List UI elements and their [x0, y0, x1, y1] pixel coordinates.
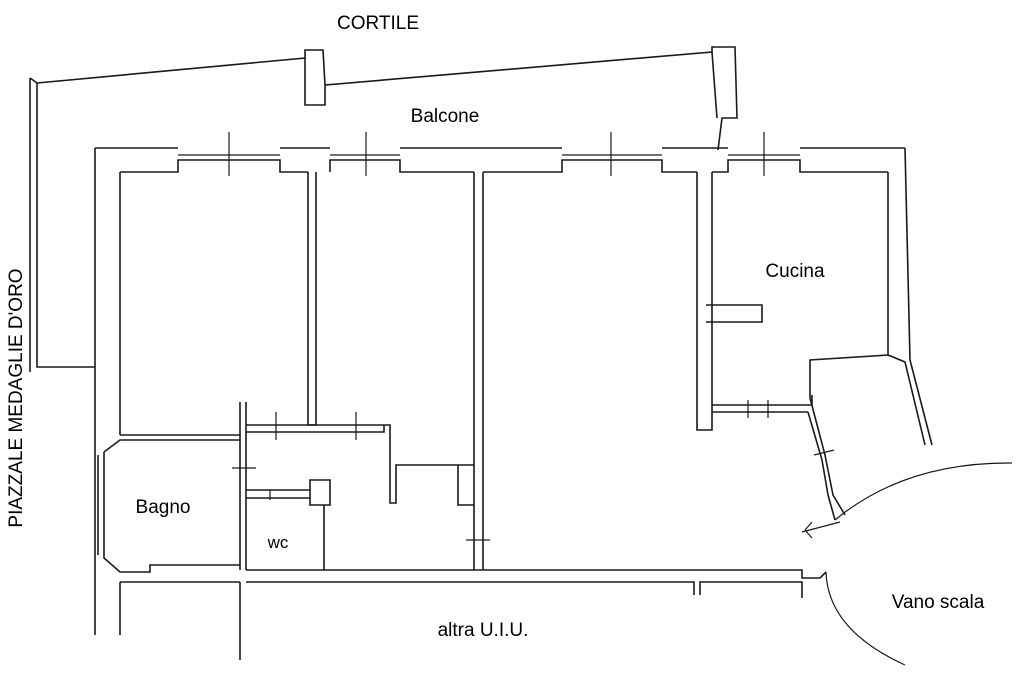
piazzale-label: PIAZZALE MEDAGLIE D'ORO: [6, 268, 27, 527]
balcony-outline: [29, 46, 738, 372]
vano-scala-label: Vano scala: [892, 592, 985, 613]
cortile-label: CORTILE: [337, 13, 419, 34]
cucina-label: Cucina: [765, 261, 825, 282]
lower-walls: [119, 569, 827, 660]
balcone-label: Balcone: [411, 106, 480, 127]
exterior-walls: [94, 132, 933, 635]
bagno-label: Bagno: [136, 497, 191, 518]
interior-walls: [97, 172, 846, 573]
wc-label: wc: [267, 533, 289, 552]
altra-uiu-label: altra U.I.U.: [438, 620, 529, 641]
stair-hall: [801, 462, 1013, 666]
